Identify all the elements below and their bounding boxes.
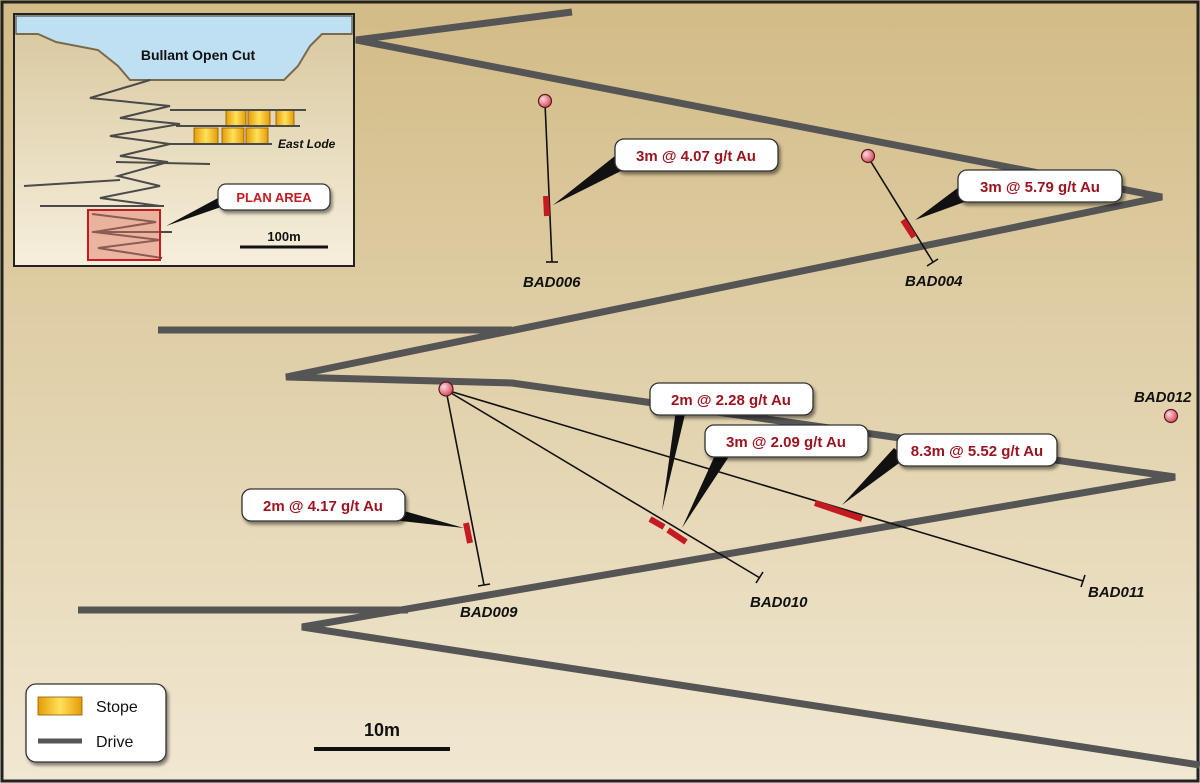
intercepts: [463, 195, 917, 545]
trace-bad009: [445, 389, 485, 586]
intercept-bad011: [814, 500, 863, 522]
hole-labels: BAD006 BAD004 BAD009 BAD010 BAD011 BAD01…: [460, 273, 1192, 621]
trace-bad009-end: [477, 583, 491, 587]
pointer-bad004: [915, 184, 970, 220]
hole-label-bad011: BAD011: [1088, 584, 1144, 601]
intercept-bad006: [543, 195, 550, 217]
callout-box-bad006: [614, 138, 779, 172]
collar-bad012[interactable]: [1163, 408, 1179, 424]
collar-bad004[interactable]: [860, 148, 876, 164]
intercept-bad011-text: 8.3m @ 5.52 g/t Au: [911, 443, 1043, 460]
intercept-bad004-text: 3m @ 5.79 g/t Au: [980, 179, 1100, 196]
trace-bad004: [867, 156, 934, 263]
inset-title: Bullant Open Cut: [141, 47, 256, 63]
pointer-bad009: [390, 507, 464, 528]
inset-scale-label: 100m: [267, 229, 300, 244]
legend-drive-label: Drive: [96, 734, 133, 751]
inset-decline-lower: [91, 213, 163, 259]
drill-traces: [445, 102, 1086, 588]
collar-bad009-010-011[interactable]: [438, 381, 454, 397]
legend-stope-label: Stope: [96, 699, 138, 716]
stope-swatch-icon: [37, 696, 83, 716]
trace-bad011-end: [1080, 574, 1086, 588]
trace-bad010-end: [755, 571, 764, 584]
stope: [193, 127, 219, 145]
intercept-bad009: [463, 522, 473, 544]
callout-pointers: [390, 152, 970, 528]
plan-area-label: PLAN AREA: [236, 190, 312, 205]
intercept-bad004: [900, 218, 917, 239]
pointer-bad010-b: [682, 453, 728, 528]
stope: [247, 109, 271, 127]
intercept-bad010-b-text: 3m @ 2.09 g/t Au: [726, 434, 846, 451]
intercept-bad010-b: [666, 527, 688, 545]
callout-box-bad010-a: [649, 382, 814, 416]
pit-wall: [16, 33, 352, 81]
trace-bad011: [445, 389, 1084, 582]
callout-boxes: [241, 138, 1123, 522]
stope: [225, 109, 247, 127]
intercept-bad010-a: [648, 516, 666, 530]
callout-texts: 3m @ 4.07 g/t Au 3m @ 5.79 g/t Au 2m @ 2…: [263, 148, 1100, 515]
pointer-bad011: [842, 448, 906, 505]
scale-bar-label: 10m: [364, 720, 400, 740]
pointer-bad010-a: [662, 410, 686, 511]
drives: [78, 8, 1200, 769]
plan-area-callout-box: [217, 183, 331, 211]
hole-label-bad004: BAD004: [905, 273, 963, 290]
inset-drive: [115, 161, 211, 165]
hole-label-bad010: BAD010: [750, 594, 808, 611]
stope: [245, 127, 269, 145]
pointer-bad006: [553, 152, 627, 205]
scale-bar: 10m: [314, 720, 450, 751]
callout-box-bad004: [957, 169, 1123, 203]
inset-map: Bullant Open Cut East Lode PLAN AR: [13, 13, 355, 267]
stopes: [193, 109, 295, 145]
trace-bad004-end: [926, 258, 939, 267]
stope: [275, 109, 295, 127]
east-lode-label: East Lode: [278, 137, 336, 151]
legend: Stope Drive: [25, 683, 167, 763]
trace-bad010: [445, 389, 761, 579]
inset-drive: [23, 179, 121, 187]
plan-area-box[interactable]: [87, 209, 161, 261]
drive-upper: [285, 8, 1200, 769]
hole-label-bad006: BAD006: [523, 274, 581, 291]
plan-area-pointer: [166, 198, 224, 226]
intercept-bad010-a-text: 2m @ 2.28 g/t Au: [671, 392, 791, 409]
collars: [438, 93, 1179, 424]
callout-box-bad011: [896, 433, 1058, 467]
hole-label-bad009: BAD009: [460, 604, 518, 621]
inset-drives: [23, 79, 306, 259]
callout-box-bad009: [241, 488, 406, 522]
callout-box-bad010-b: [704, 424, 869, 458]
stope: [221, 127, 245, 145]
intercept-bad009-text: 2m @ 4.17 g/t Au: [263, 498, 383, 515]
collar-bad006[interactable]: [537, 93, 553, 109]
intercept-bad006-text: 3m @ 4.07 g/t Au: [636, 148, 756, 165]
hole-label-bad012: BAD012: [1134, 389, 1192, 406]
trace-bad006: [544, 102, 553, 263]
